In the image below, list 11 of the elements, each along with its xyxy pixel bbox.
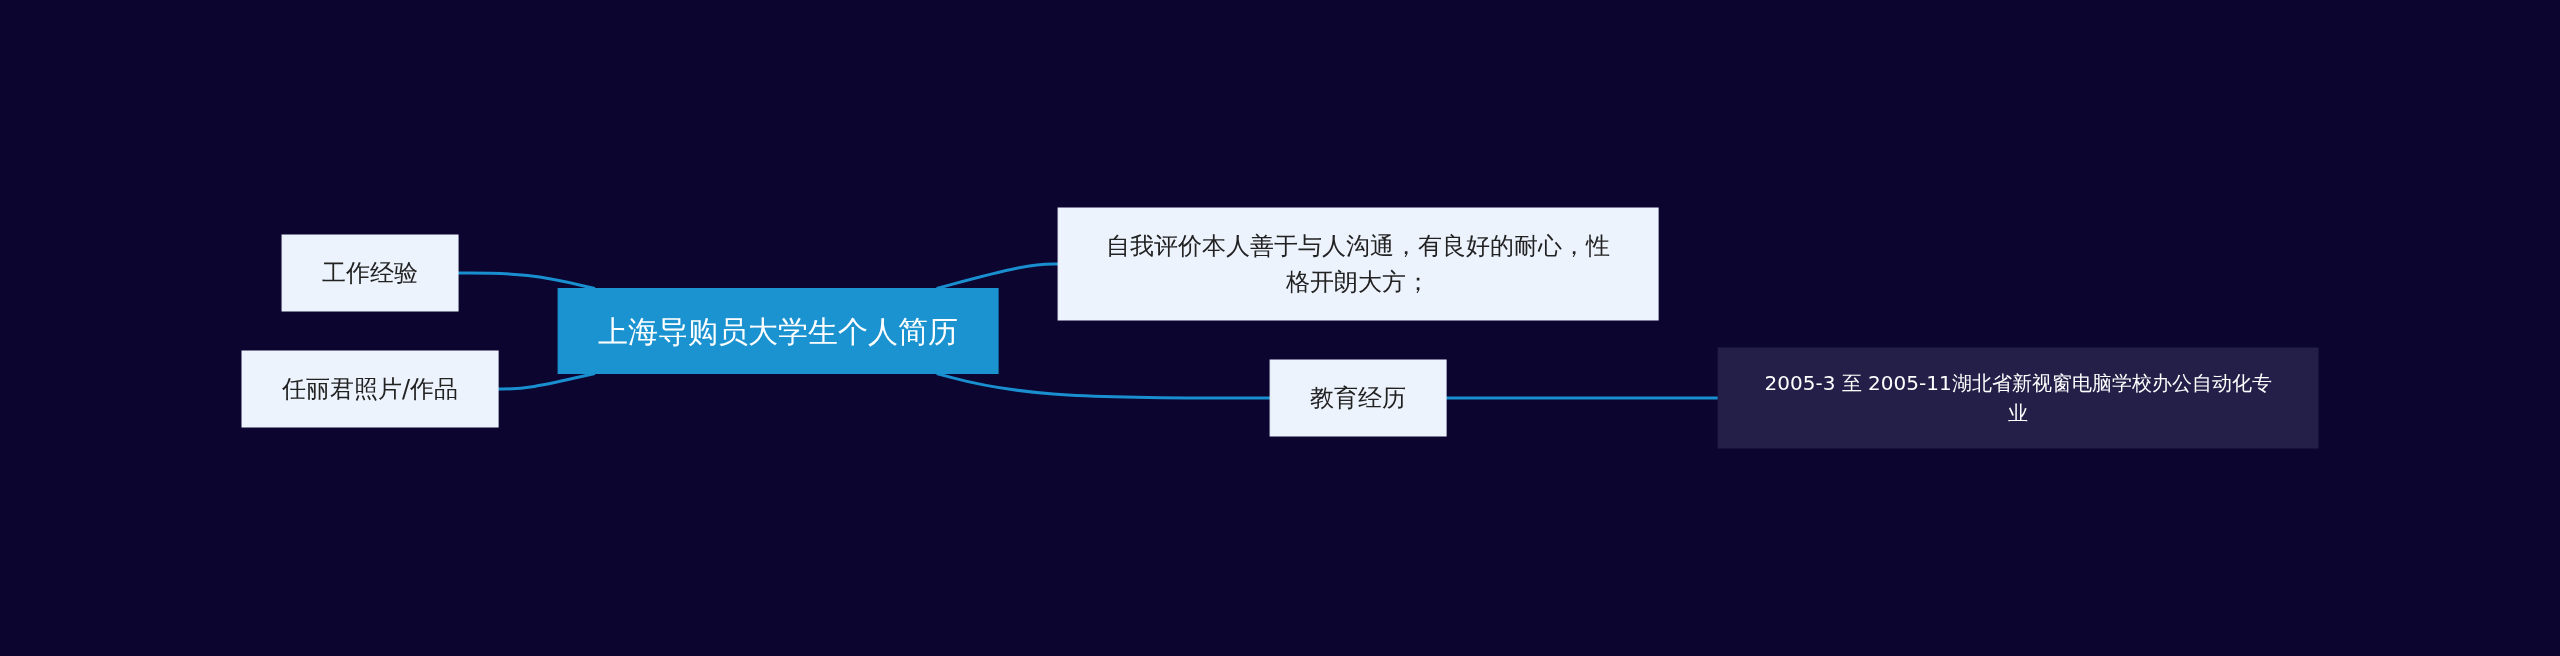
node-box: 自我评价本人善于与人沟通，有良好的耐心，性格开朗大方； <box>1057 207 1659 321</box>
connector <box>458 271 596 290</box>
node-box: 教育经历 <box>1269 359 1447 437</box>
node-box: 上海导购员大学生个人简历 <box>557 288 999 374</box>
connector <box>1446 396 1719 400</box>
connector <box>936 262 1059 290</box>
node-box: 2005-3 至 2005-11湖北省新视窗电脑学校办公自动化专业 <box>1717 347 2319 449</box>
connector <box>936 372 1271 400</box>
node-box: 工作经验 <box>281 234 459 312</box>
connector <box>498 372 596 391</box>
node-box: 任丽君照片/作品 <box>241 350 499 428</box>
